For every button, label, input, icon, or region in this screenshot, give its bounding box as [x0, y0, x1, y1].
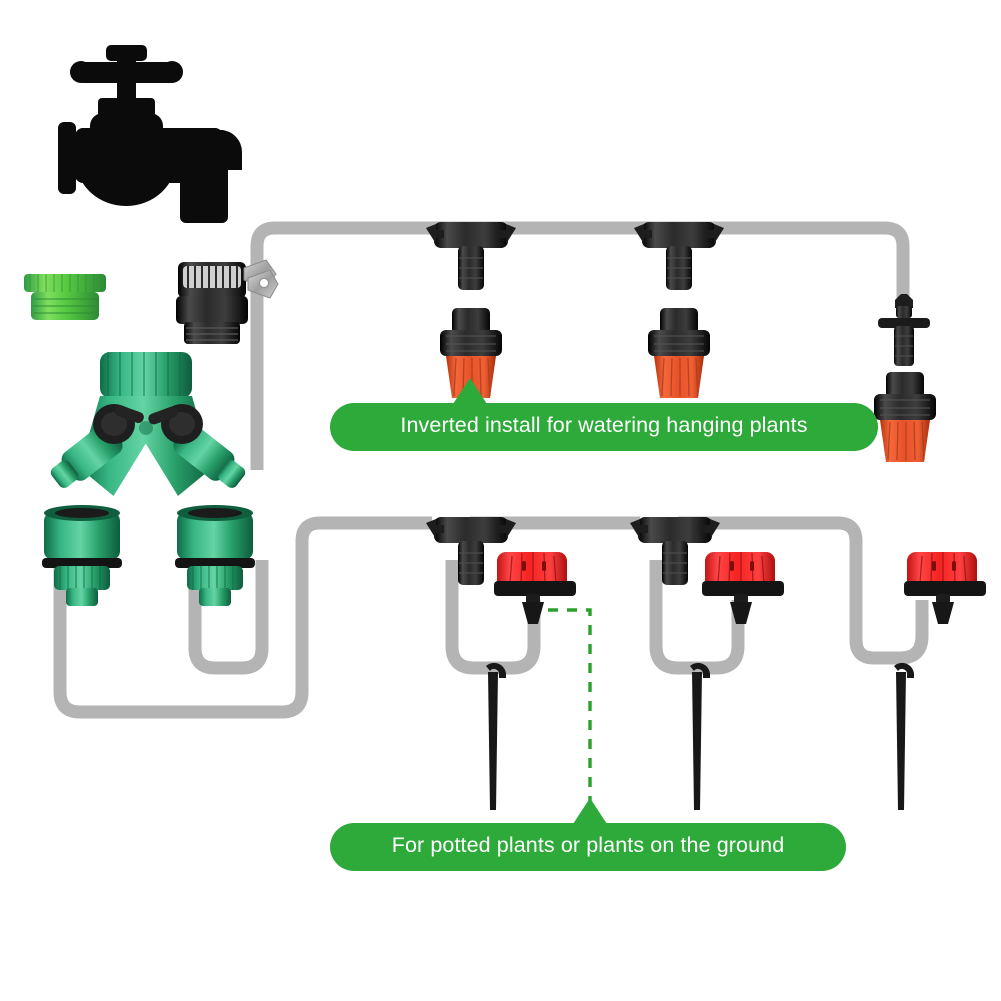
straight-barb-connector-part: [878, 294, 930, 366]
faucet-tap-icon: [58, 45, 242, 223]
label-ground-text: For potted plants or plants on the groun…: [391, 833, 785, 858]
tee-connector-3-part: [426, 517, 516, 585]
label-hanging: Inverted install for watering hanging pl…: [330, 403, 878, 451]
two-way-splitter-part: [50, 352, 246, 496]
tee-connector-4-part: [630, 517, 720, 585]
green-hose-cap-part: [24, 274, 106, 320]
ground-stake-2-part: [690, 662, 710, 810]
tap-adapter-part: [176, 259, 279, 344]
label-ground: For potted plants or plants on the groun…: [330, 823, 846, 871]
quick-connector-right-part: [175, 505, 255, 606]
hose-lower-left-loop: [53, 516, 432, 719]
dripper-callout-dashed-line: [548, 608, 592, 823]
tee-connector-2-part: [634, 222, 724, 290]
label-hanging-text: Inverted install for watering hanging pl…: [400, 413, 808, 438]
orange-mist-nozzle-1-part: [440, 308, 502, 398]
orange-mist-nozzle-2-part: [648, 308, 710, 398]
red-dripper-2-part: [702, 552, 784, 624]
tee-connector-1-part: [426, 222, 516, 290]
ground-stake-3-part: [894, 662, 914, 810]
splitter-valve-right[interactable]: [147, 404, 203, 444]
ground-stake-1-part: [486, 662, 506, 810]
hose-drop-u-3b: [899, 600, 929, 665]
splitter-valve-left[interactable]: [93, 404, 145, 444]
hose-second-connector-loop: [188, 560, 269, 675]
red-dripper-1-part: [494, 552, 576, 624]
red-dripper-3-part: [904, 552, 986, 624]
quick-connector-left-part: [42, 505, 122, 606]
hose-lower-seg-2: [678, 516, 900, 665]
orange-mist-nozzle-3-part: [874, 372, 936, 462]
